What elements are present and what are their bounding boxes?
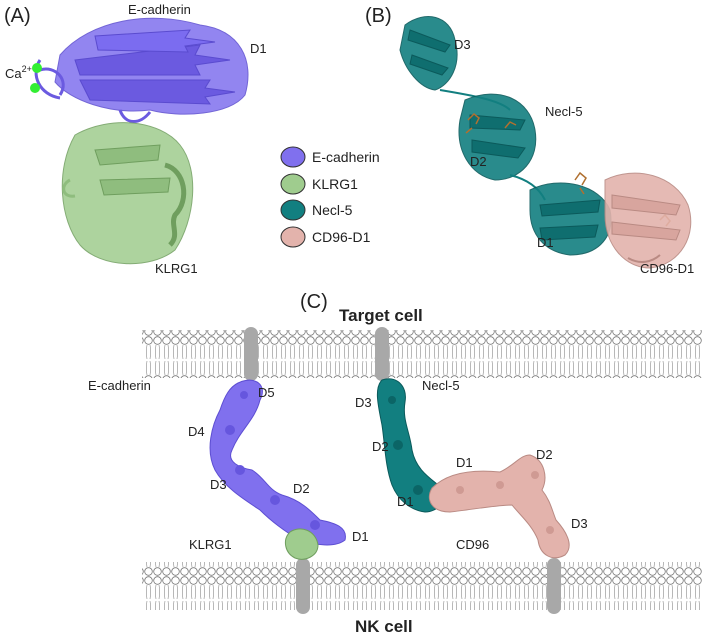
legend-label: Necl-5 [312, 202, 353, 218]
panel-b: (B) D3 Necl [365, 5, 694, 276]
membrane-protein [296, 558, 310, 614]
legend: E-cadherin KLRG1 Necl-5 CD96-D1 [280, 146, 380, 248]
necl5-title: Necl-5 [545, 104, 583, 119]
legend-label: KLRG1 [312, 176, 358, 192]
necl5-d1-label: D1 [537, 235, 554, 250]
cd96-d1-label: CD96-D1 [640, 261, 694, 276]
cd96-surface [428, 454, 570, 559]
panel-c-label: (C) [300, 291, 328, 313]
cd96-d2-label: D2 [536, 447, 553, 462]
ecadherin-d1-label: D1 [250, 41, 267, 56]
ecadherin-d2-label: D2 [293, 481, 310, 496]
cd96-d1-label: D1 [456, 455, 473, 470]
legend-swatch [280, 199, 306, 221]
ecadherin-label: E-cadherin [88, 378, 151, 393]
target-cell-label: Target cell [339, 306, 423, 325]
calcium-ion [30, 83, 40, 93]
panel-a: (A) Ca2+ E-cadherin D1 KLRG1 [4, 2, 267, 276]
panel-b-label: (B) [365, 5, 392, 27]
calcium-label: Ca2+ [5, 64, 32, 81]
necl5-d2-label: D2 [372, 439, 389, 454]
necl5-surface [376, 378, 445, 513]
target-cell-membrane [142, 330, 702, 378]
ecadherin-ribbon-structure [34, 17, 249, 123]
legend-item: KLRG1 [280, 173, 358, 195]
membrane-protein [244, 327, 258, 381]
ecadherin-d4-label: D4 [188, 424, 205, 439]
membrane-protein [375, 327, 389, 381]
legend-item: E-cadherin [280, 146, 380, 168]
necl5-d3-label: D3 [355, 395, 372, 410]
klrg1-surface [284, 528, 319, 560]
panel-a-label: (A) [4, 5, 31, 27]
nk-cell-label: NK cell [355, 617, 413, 636]
necl5-d3-label: D3 [454, 37, 471, 52]
klrg1-ribbon-structure [61, 122, 194, 265]
legend-swatch [280, 226, 306, 248]
calcium-ion [32, 63, 42, 73]
ecadherin-d5-label: D5 [258, 385, 275, 400]
legend-label: CD96-D1 [312, 229, 371, 245]
necl5-surface-label: Necl-5 [422, 378, 460, 393]
legend-item: CD96-D1 [280, 226, 371, 248]
klrg1-label: KLRG1 [155, 261, 198, 276]
panel-c: (C) Target cell NK cell [88, 291, 702, 636]
cd96-surface-label: CD96 [456, 537, 489, 552]
ecadherin-d3-label: D3 [210, 477, 227, 492]
ecadherin-d1-label: D1 [352, 529, 369, 544]
legend-swatch [280, 146, 306, 168]
cd96-ribbon-structure [604, 172, 692, 269]
legend-label: E-cadherin [312, 149, 380, 165]
necl5-ribbon-structure [399, 16, 612, 256]
legend-item: Necl-5 [280, 199, 353, 221]
klrg1-surface-label: KLRG1 [189, 537, 232, 552]
membrane-protein [547, 558, 561, 614]
cd96-d3-label: D3 [571, 516, 588, 531]
ecadherin-surface [209, 379, 346, 546]
ecadherin-title: E-cadherin [128, 2, 191, 17]
necl5-d1-label: D1 [397, 494, 414, 509]
legend-swatch [280, 173, 306, 195]
necl5-d2-label: D2 [470, 154, 487, 169]
nk-cell-membrane [142, 562, 702, 610]
